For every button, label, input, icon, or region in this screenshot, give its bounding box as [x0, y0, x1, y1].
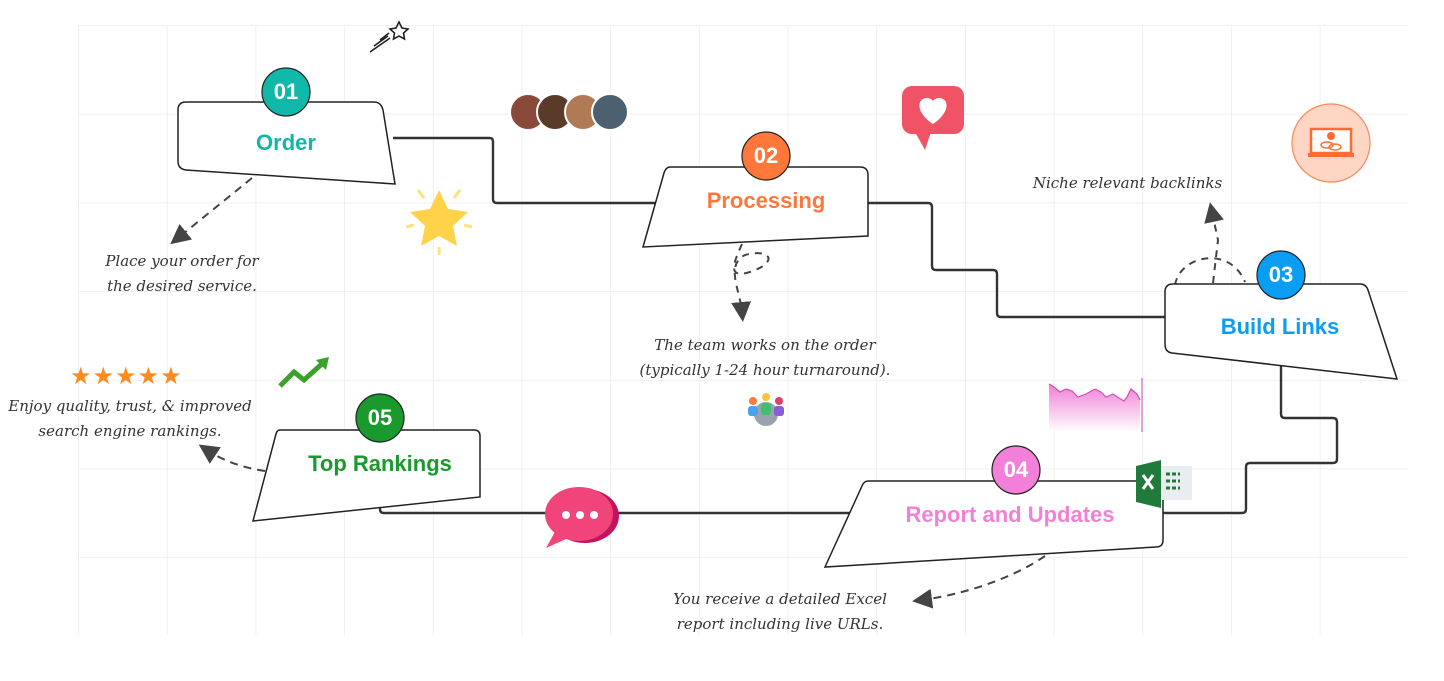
note-build-links: Niche relevant backlinks: [1025, 171, 1230, 196]
note-line: (typically 1-24 hour turnaround).: [639, 361, 891, 379]
step-circle-01: [261, 67, 311, 117]
chat-bubble-icon: [545, 487, 619, 548]
laptop-link-icon: [1291, 103, 1371, 183]
note-top-rankings: Enjoy quality, trust, & improved search …: [0, 394, 260, 444]
avatars-group: [509, 93, 629, 131]
note-order: Place your order for the desired service…: [82, 249, 282, 299]
step-number-01: 01: [273, 79, 299, 104]
box-top-rankings[interactable]: [251, 429, 481, 522]
step-title-top-rankings: Top Rankings: [308, 451, 452, 476]
trend-arrow-icon: [278, 357, 329, 388]
shooting-star-icon: [369, 20, 410, 53]
step-title-processing: Processing: [706, 188, 826, 213]
rating-stars-icon: ★★★★★: [70, 363, 183, 390]
note-line: search engine rankings.: [38, 422, 222, 440]
excel-icon: [1136, 460, 1192, 508]
step-number-05: 05: [367, 405, 393, 430]
note-report: You receive a detailed Excel report incl…: [660, 587, 900, 637]
step-number-02: 02: [753, 143, 779, 168]
step-circle-03: [1256, 250, 1306, 300]
note-line: report including live URLs.: [676, 615, 884, 633]
note-line: the desired service.: [107, 277, 257, 295]
step-circle-04: [991, 445, 1041, 495]
arrow-report-note: [912, 555, 1046, 609]
note-line: The team works on the order: [654, 336, 876, 354]
arrow-order-note: [170, 177, 253, 245]
step-number-03: 03: [1268, 262, 1294, 287]
box-order[interactable]: [177, 101, 396, 185]
step-title-build-links: Build Links: [1220, 314, 1340, 339]
arrow-processing-note: [731, 243, 770, 322]
box-build-links[interactable]: [1164, 283, 1399, 380]
step-number-04: 04: [1003, 457, 1029, 482]
note-line: You receive a detailed Excel: [673, 590, 887, 608]
area-chart-icon: [1048, 378, 1143, 432]
box-processing[interactable]: [641, 166, 869, 248]
step-circle-02: [741, 131, 791, 181]
step-title-report: Report and Updates: [905, 502, 1115, 527]
team-gear-icon: [748, 393, 784, 426]
step-title-order: Order: [256, 130, 316, 155]
arrow-rankings-note: [198, 444, 266, 472]
note-line: Place your order for: [105, 252, 259, 270]
note-line: Enjoy quality, trust, & improved: [8, 397, 252, 415]
note-processing: The team works on the order (typically 1…: [620, 333, 910, 383]
star-icon: [405, 189, 473, 255]
arrow-buildlinks-note: [1174, 212, 1246, 286]
heart-bubble-icon: [902, 86, 964, 150]
step-circle-05: [355, 393, 405, 443]
connector-line: [378, 136, 1339, 515]
note-line: Niche relevant backlinks: [1032, 174, 1223, 192]
